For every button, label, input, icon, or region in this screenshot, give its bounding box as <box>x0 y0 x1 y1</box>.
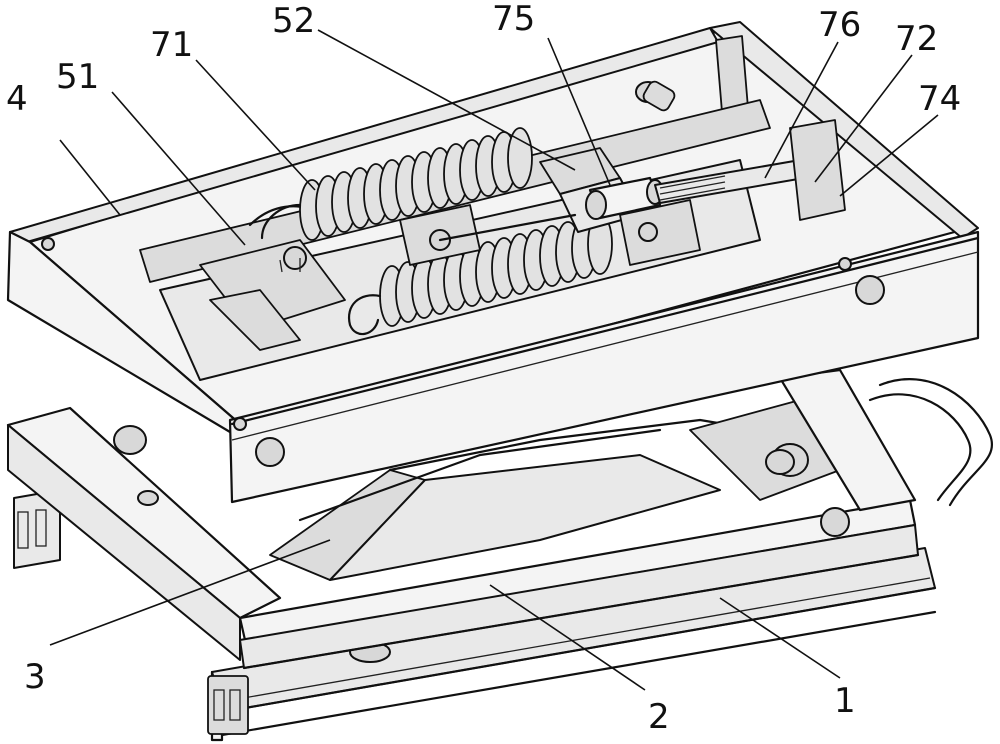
mount-block-74 <box>790 120 845 220</box>
label-74: 74 <box>918 79 961 119</box>
label-76: 76 <box>818 5 861 45</box>
label-52: 52 <box>272 1 315 41</box>
label-1: 1 <box>834 681 856 721</box>
label-51: 51 <box>56 57 99 97</box>
label-72: 72 <box>895 19 938 59</box>
label-4: 4 <box>6 79 28 119</box>
leader-4 <box>60 140 120 215</box>
label-75: 75 <box>492 0 535 39</box>
label-71: 71 <box>150 25 193 65</box>
label-2: 2 <box>648 697 670 737</box>
label-3: 3 <box>24 657 46 697</box>
